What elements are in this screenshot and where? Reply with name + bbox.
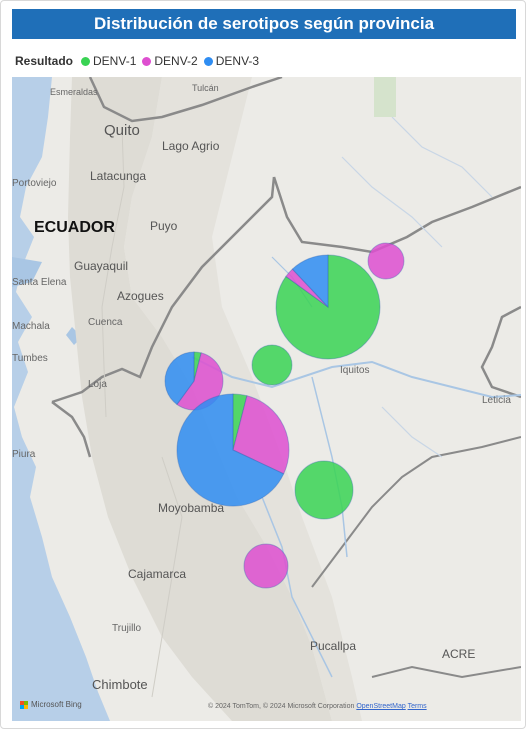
map-label-quito: Quito	[104, 122, 140, 139]
map-label-acre: ACRE	[442, 647, 476, 661]
pie-6[interactable]	[294, 460, 354, 520]
map-label-tulcan: Tulcán	[192, 83, 219, 93]
pie-4[interactable]	[164, 351, 224, 411]
map-canvas[interactable]: Esmeraldas Tulcán Quito Lago Agrio Porto…	[12, 77, 521, 721]
map-label-piura: Piura	[12, 449, 36, 460]
pie-1-slice-denv-1[interactable]	[275, 254, 381, 360]
map-label-trujillo: Trujillo	[112, 623, 142, 634]
map-label-azogues: Azogues	[117, 289, 164, 303]
pie-chart-layer	[164, 242, 405, 589]
legend-item-denv3[interactable]: DENV-3	[203, 54, 260, 68]
bing-logo-text: Microsoft Bing	[31, 700, 82, 709]
legend-label-denv2: DENV-2	[154, 54, 198, 68]
legend-label-denv3: DENV-3	[215, 54, 260, 68]
map-label-latacunga: Latacunga	[90, 169, 147, 183]
map-attribution: © 2024 TomTom, © 2024 Microsoft Corporat…	[208, 703, 427, 710]
legend-title: Resultado	[15, 54, 74, 68]
legend-item-denv2[interactable]: DENV-2	[142, 54, 198, 68]
pie-5-slice-denv-2[interactable]	[232, 395, 290, 475]
microsoft-logo-icon	[20, 700, 28, 709]
legend-dot-denv3	[203, 56, 213, 66]
map-label-portoviejo: Portoviejo	[12, 178, 57, 189]
pie-5[interactable]	[176, 393, 290, 507]
map-label-puyo: Puyo	[150, 219, 178, 233]
legend: Resultado DENV-1 DENV-2 DENV-3	[15, 51, 265, 71]
pie-4-slice-denv-1[interactable]	[193, 351, 202, 382]
pie-4-slice-denv-3[interactable]	[164, 351, 195, 406]
pie-3-slice-denv-1[interactable]	[251, 344, 293, 386]
legend-dot-denv1	[81, 56, 91, 66]
attribution-link-terms[interactable]: Terms	[407, 703, 427, 710]
map-label-guayaquil: Guayaquil	[74, 259, 129, 273]
attribution-link-osm[interactable]: OpenStreetMap	[356, 703, 406, 710]
map-label-pucallpa: Pucallpa	[310, 639, 357, 653]
pie-7[interactable]	[243, 543, 289, 589]
map-label-iquitos: Iquitos	[340, 365, 370, 376]
attribution-text: © 2024 TomTom, © 2024 Microsoft Corporat…	[208, 703, 355, 710]
pie-7-slice-denv-2[interactable]	[243, 543, 289, 589]
map-label-chimbote: Chimbote	[92, 677, 148, 692]
pie-2-slice-denv-2[interactable]	[367, 242, 405, 280]
map-label-santa-elena: Santa Elena	[12, 277, 67, 288]
visual-title: Distribución de serotipos según provinci…	[12, 9, 516, 39]
map-label-moyobamba: Moyobamba	[158, 501, 225, 515]
map-label-machala: Machala	[12, 321, 50, 332]
pie-2[interactable]	[367, 242, 405, 280]
legend-label-denv1: DENV-1	[93, 54, 137, 68]
pie-1-slice-denv-3[interactable]	[291, 254, 329, 309]
legend-item-denv1[interactable]: DENV-1	[81, 54, 136, 68]
map-label-ecuador: ECUADOR	[34, 219, 115, 236]
map-label-cuenca: Cuenca	[88, 317, 123, 328]
map-label-tumbes: Tumbes	[12, 353, 48, 364]
pie-6-slice-denv-1[interactable]	[294, 460, 354, 520]
pie-3[interactable]	[251, 344, 293, 386]
map-label-cajamarca: Cajamarca	[128, 567, 187, 581]
pie-1[interactable]	[275, 254, 381, 360]
bing-logo: Microsoft Bing	[20, 700, 82, 709]
pie-4-slice-denv-2[interactable]	[176, 352, 224, 411]
map-label-lago-agrio: Lago Agrio	[162, 139, 220, 153]
pie-5-slice-denv-3[interactable]	[176, 393, 285, 507]
pie-5-slice-denv-1[interactable]	[232, 393, 248, 451]
map-label-esmeraldas: Esmeraldas	[50, 87, 98, 97]
map-label-leticia: Leticia	[482, 395, 511, 406]
pie-1-slice-denv-2[interactable]	[285, 268, 329, 308]
map-label-loja: Loja	[88, 379, 107, 390]
legend-dot-denv2	[142, 56, 152, 66]
